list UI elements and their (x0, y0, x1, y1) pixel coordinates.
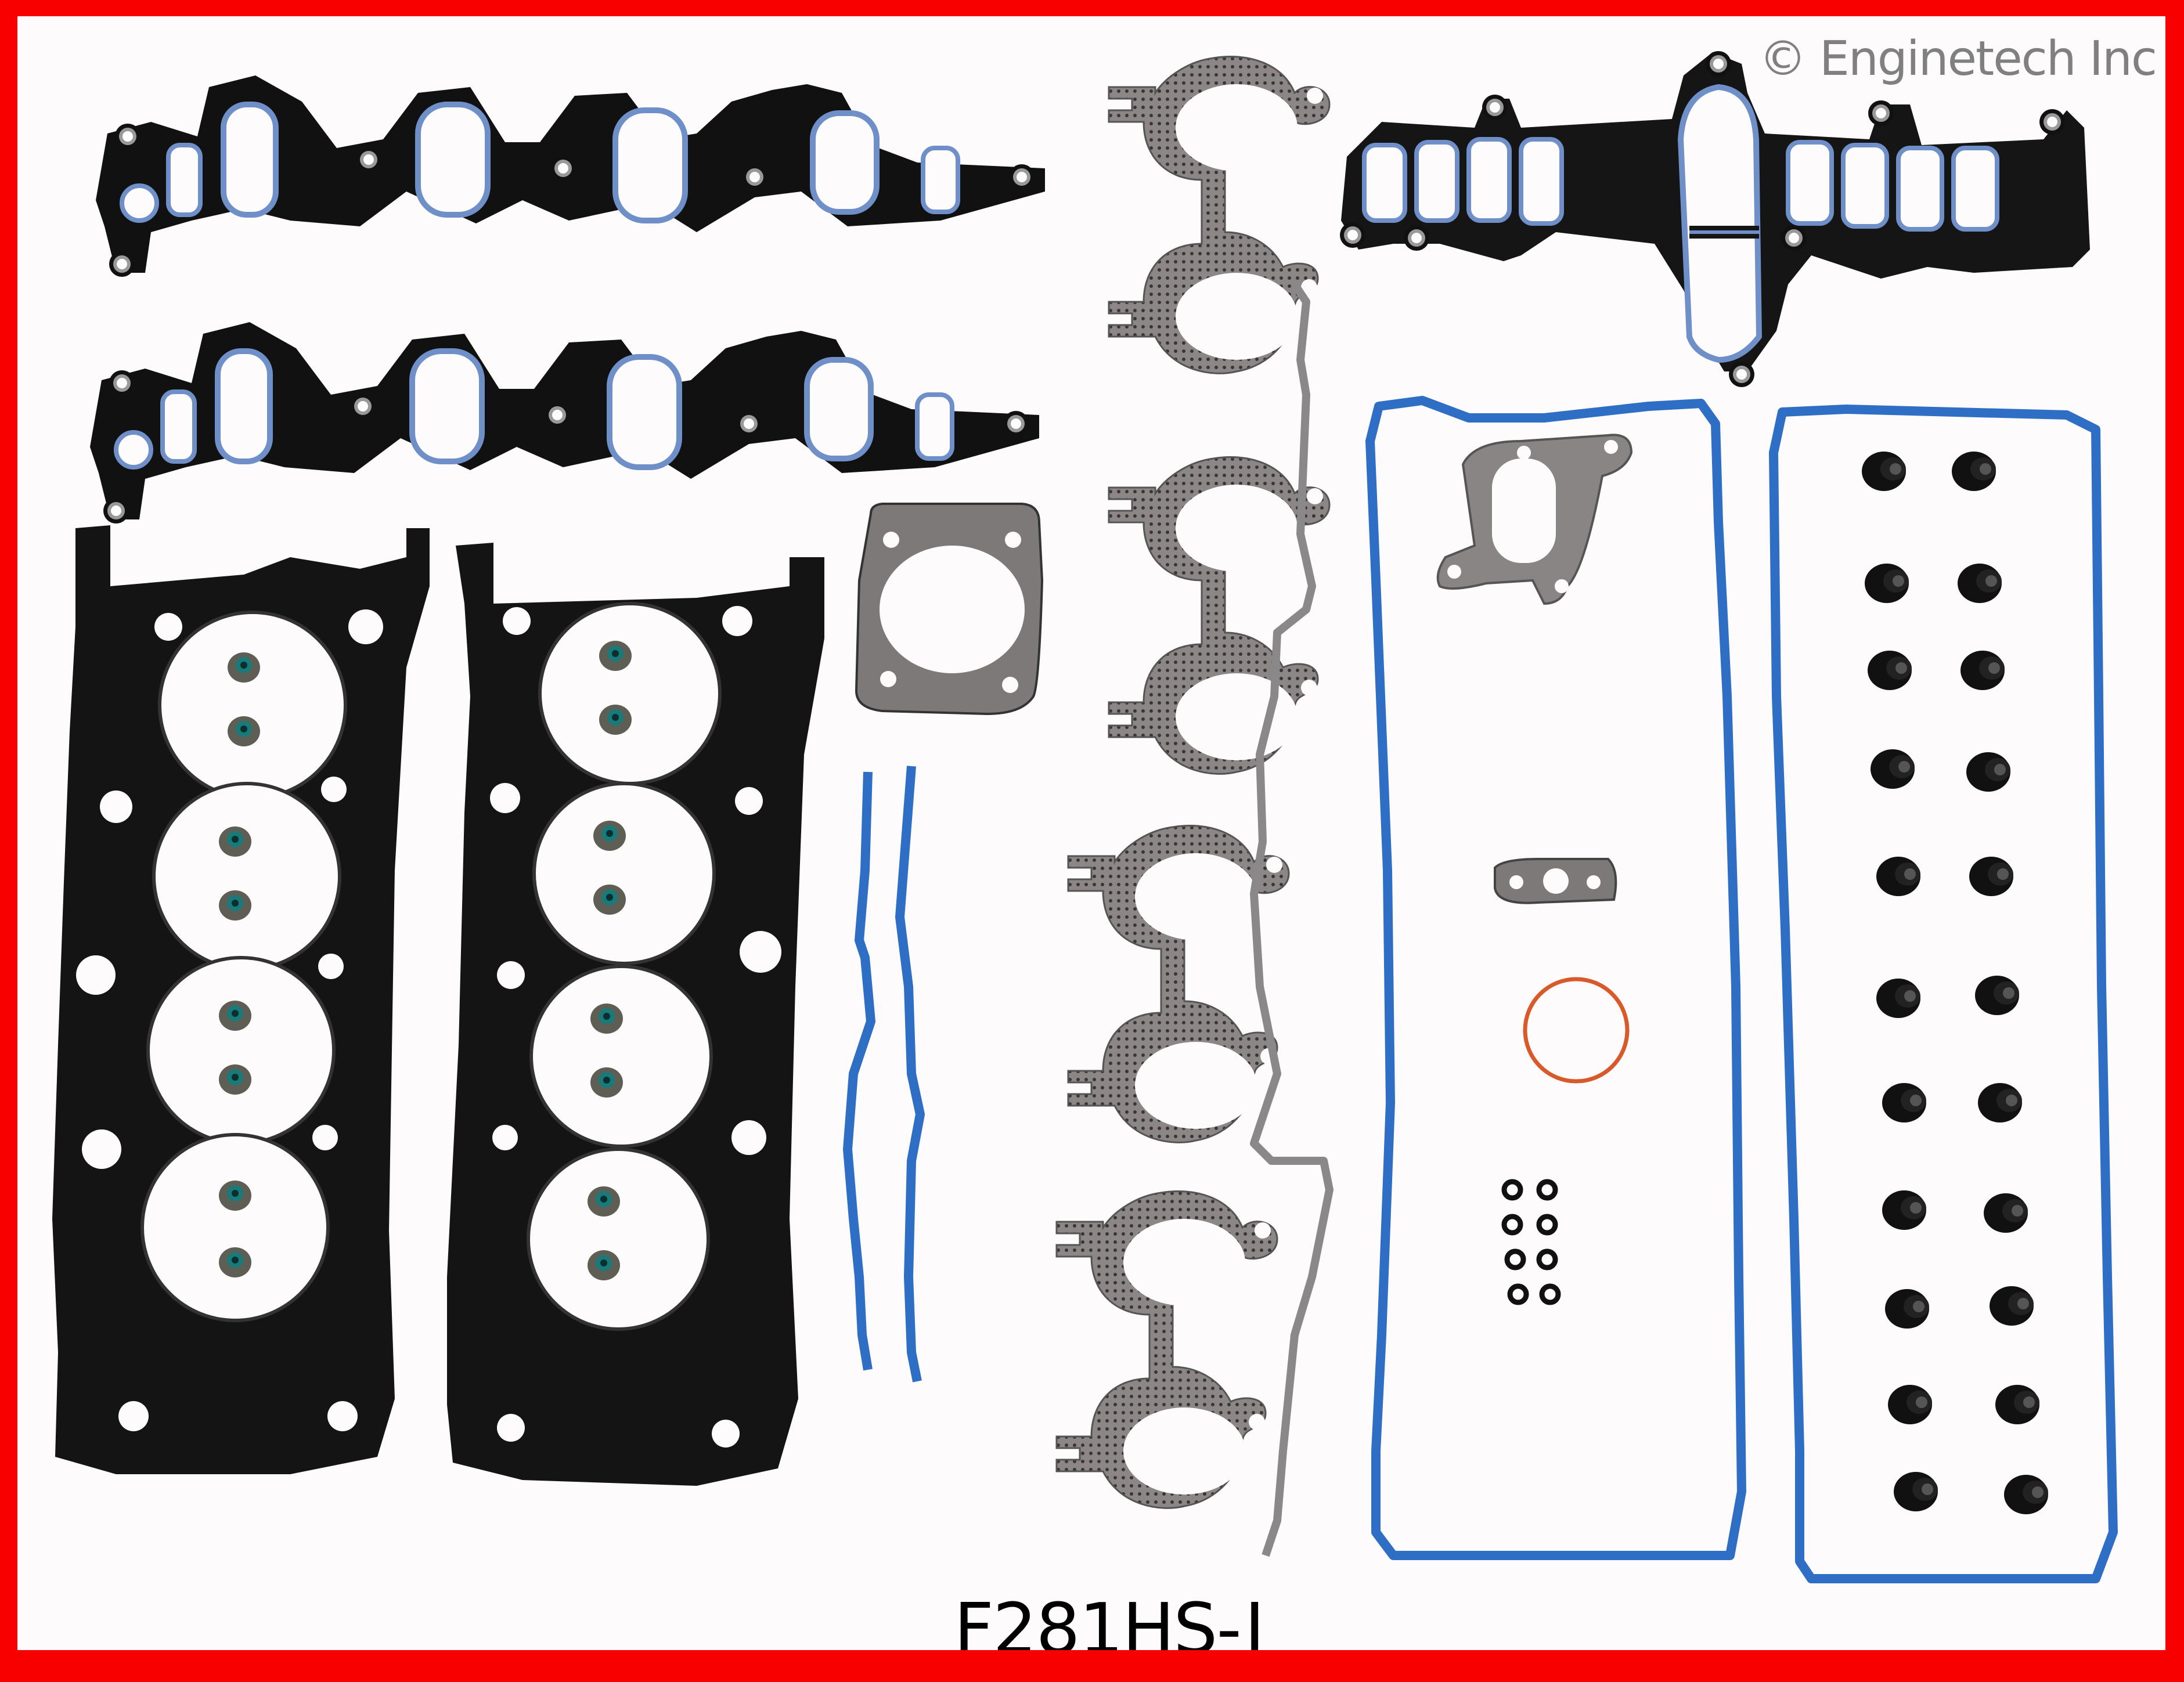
valve-stem-seals-black (1862, 452, 2048, 1514)
part-number-label: F281HS-J (954, 1589, 1265, 1651)
throttle-body-gasket (855, 503, 1044, 716)
o-ring-orange (1523, 977, 1630, 1084)
cylinder-head-gasket-left (52, 525, 430, 1474)
valve-cover-gasket-right (1769, 405, 2118, 1583)
small-o-rings (1501, 1179, 1561, 1305)
gasket-set-illustration (52, 51, 2118, 1583)
egr-tube-gasket (1494, 858, 1617, 904)
copyright-watermark: © Enginetech Inc (1758, 31, 2157, 86)
timing-cover-seal-right (895, 766, 925, 1383)
valve-cover-gasket-left (1365, 396, 1746, 1560)
exhaust-manifold-gasket-4 (1055, 1190, 1278, 1509)
egr-gasket (1436, 434, 1633, 605)
product-photo: © Enginetech Inc F281HS-J (17, 16, 2165, 1650)
intake-manifold-gasket-bottom (90, 322, 1039, 524)
upper-intake-plenum-gasket (1340, 51, 2090, 387)
timing-cover-seal-left (843, 771, 875, 1371)
exhaust-manifold-gasket-1 (1108, 56, 1331, 374)
intake-manifold-gasket-top (96, 75, 1045, 277)
front-cover-gasket (1250, 282, 1334, 1557)
cylinder-head-gasket-right (447, 543, 824, 1486)
